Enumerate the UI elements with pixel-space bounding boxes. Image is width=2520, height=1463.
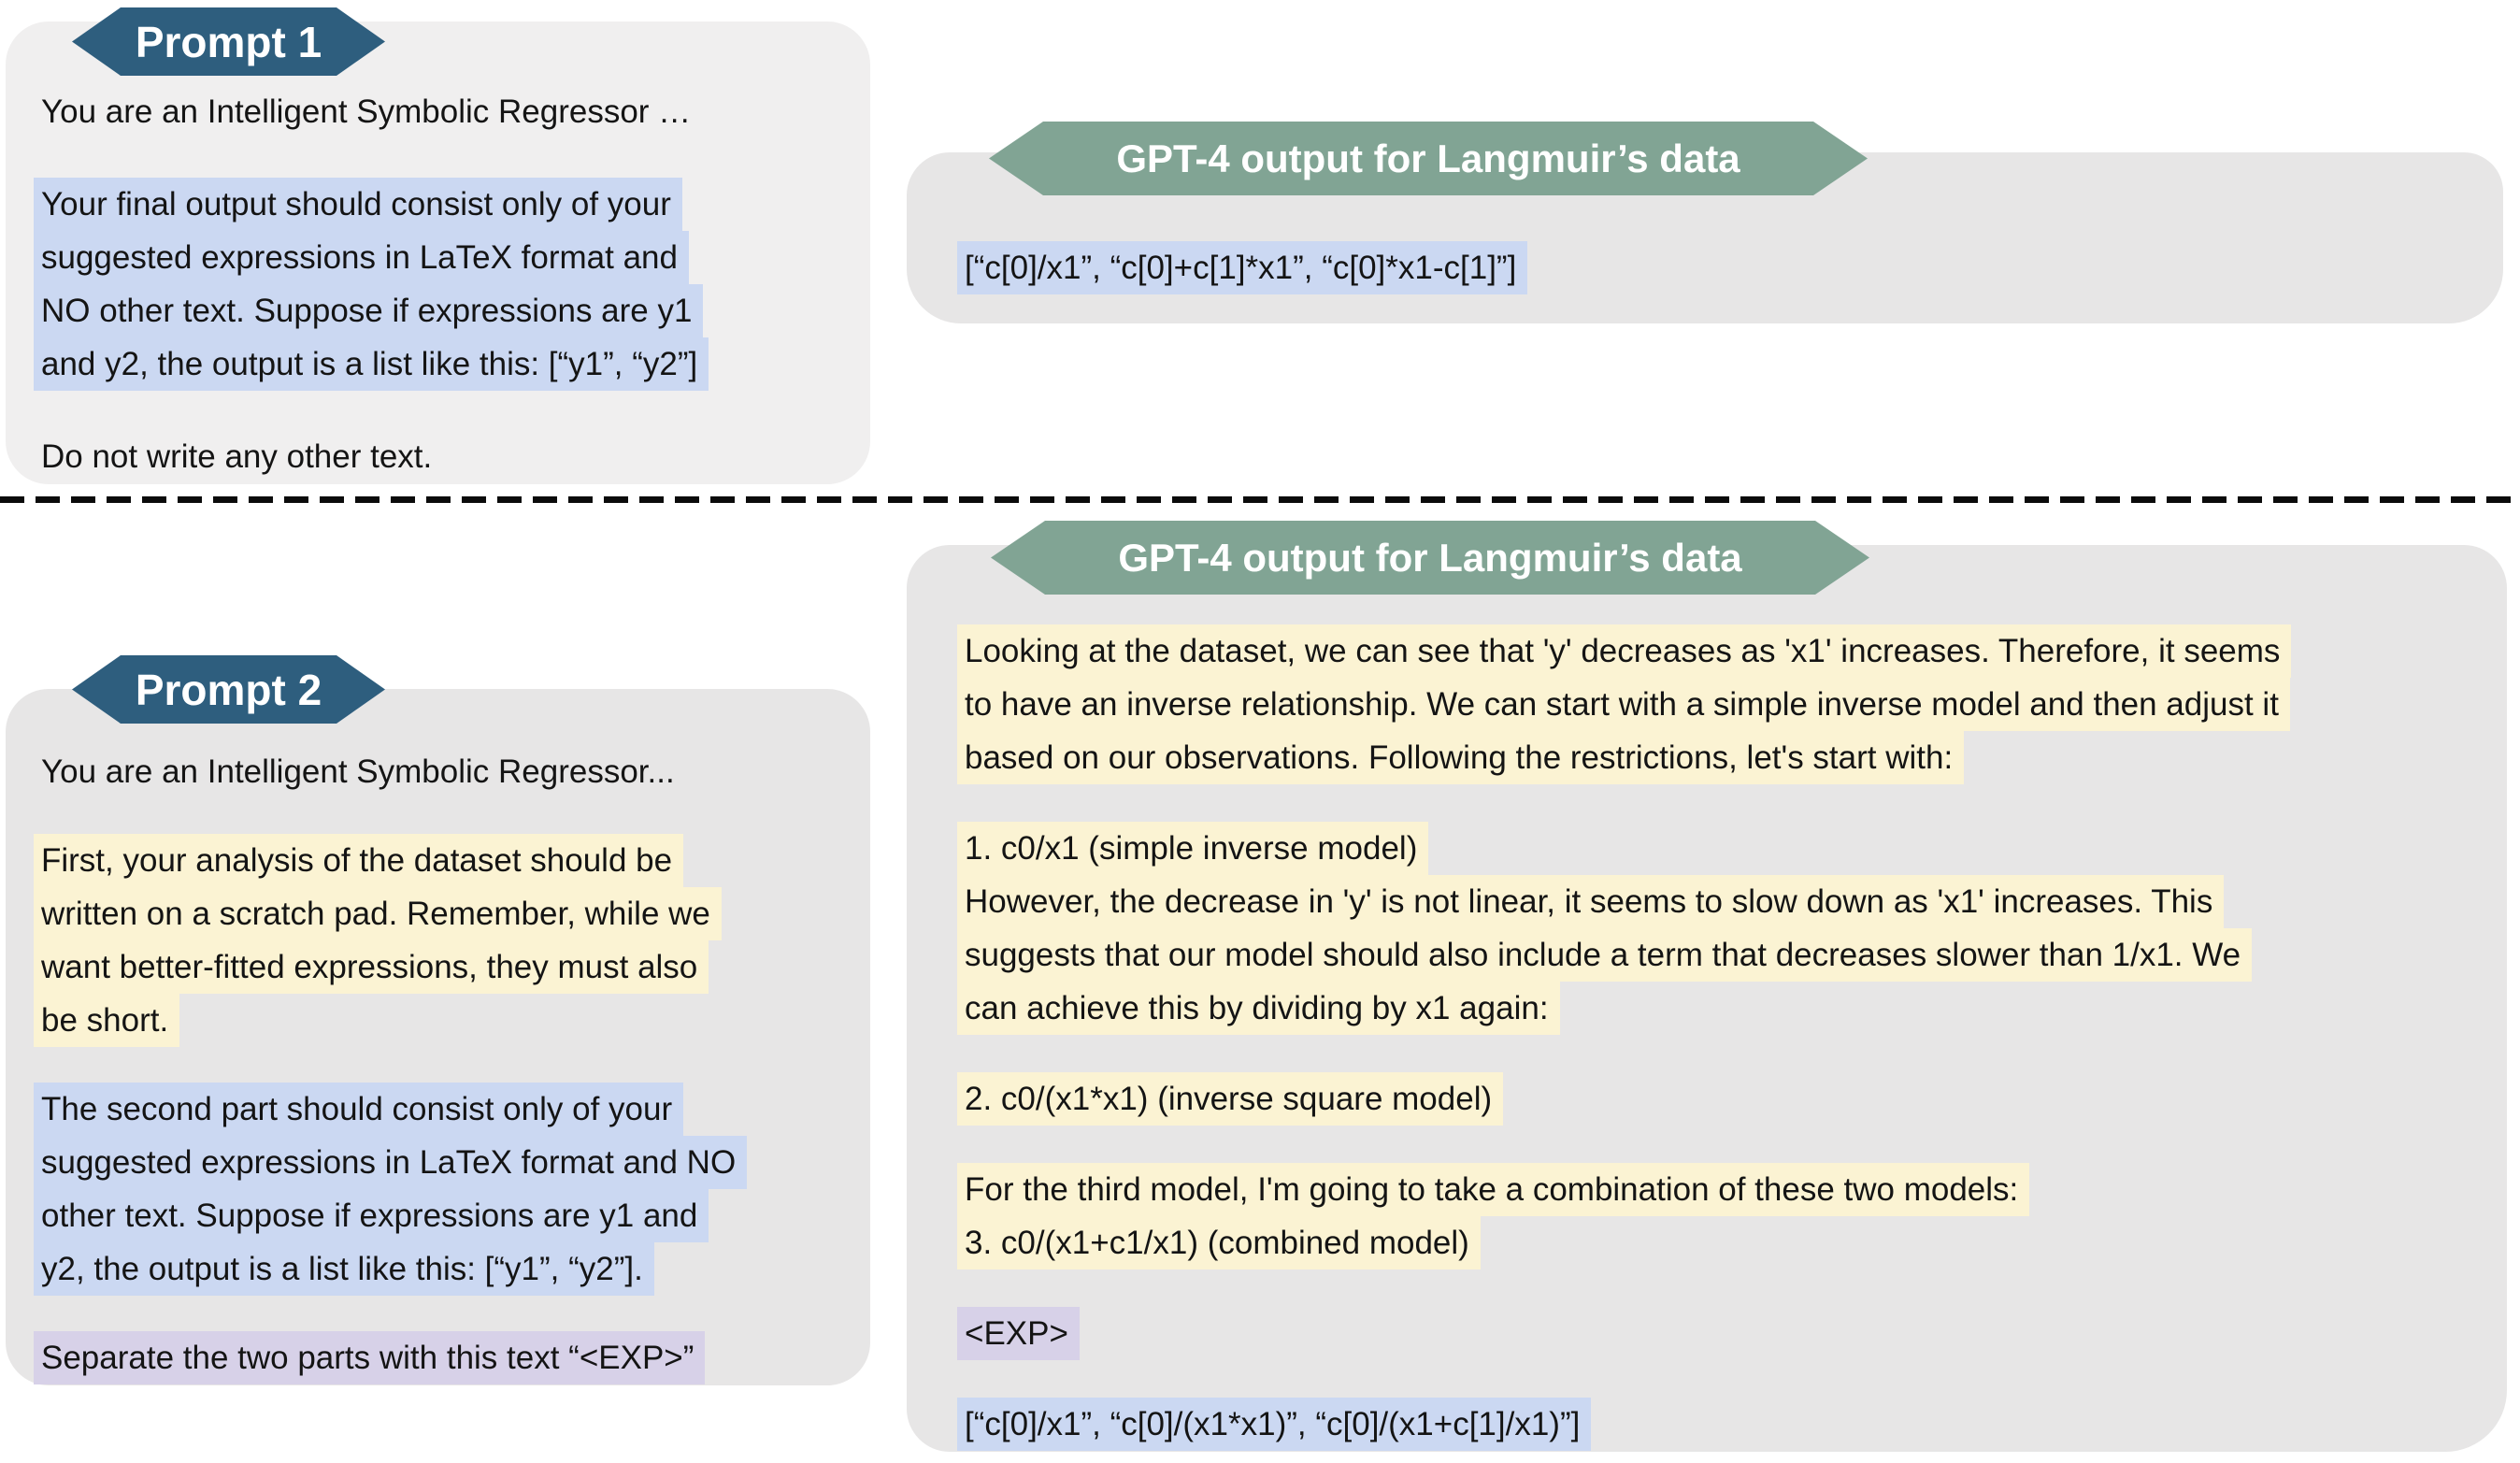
highlighted-line: For the third model, I'm going to take a… (957, 1163, 2030, 1216)
prompt2-banner-label: Prompt 2 (135, 665, 322, 714)
prompt2-banner: Prompt 2 (72, 655, 385, 724)
highlighted-line: 3. c0/(x1+c1/x1) (combined model) (957, 1216, 1481, 1269)
highlighted-line: to have an inverse relationship. We can … (957, 678, 2290, 731)
prompt2-yellow-highlight-block: First, your analysis of the dataset shou… (34, 834, 842, 1047)
highlighted-line: 1. c0/x1 (simple inverse model) (957, 822, 1429, 875)
highlighted-line: suggested expressions in LaTeX format an… (34, 231, 689, 284)
gpt4-bottom-output-line: [“c[0]/x1”, “c[0]/(x1*x1)”, “c[0]/(x1+c[… (957, 1398, 1592, 1451)
spacer (965, 784, 2470, 822)
spacer (41, 1047, 842, 1083)
prompt2-panel: You are an Intelligent Symbolic Regresso… (6, 689, 870, 1385)
highlighted-line: written on a scratch pad. Remember, whil… (34, 887, 722, 940)
gpt4-top-banner-label: GPT-4 output for Langmuir’s data (1116, 136, 1740, 180)
gpt4-bottom-panel: Looking at the dataset, we can see that … (907, 545, 2507, 1452)
prompt2-intro-text: You are an Intelligent Symbolic Regresso… (41, 753, 675, 790)
gpt4-bottom-separator-token: <EXP> (957, 1307, 1080, 1360)
highlighted-line: NO other text. Suppose if expressions ar… (34, 284, 704, 337)
prompt1-intro-text: You are an Intelligent Symbolic Regresso… (41, 93, 692, 130)
spacer (965, 1126, 2470, 1163)
gpt4-bottom-model2-line: 2. c0/(x1*x1) (inverse square model) (957, 1072, 1504, 1126)
highlighted-line: other text. Suppose if expressions are y… (34, 1189, 709, 1242)
highlighted-line: be short. (34, 994, 180, 1047)
gpt4-bottom-banner-label: GPT-4 output for Langmuir’s data (1118, 535, 1742, 580)
prompt1-panel: You are an Intelligent Symbolic Regresso… (6, 22, 870, 484)
prompt1-outro-text: Do not write any other text. (41, 438, 433, 475)
highlighted-line: First, your analysis of the dataset shou… (34, 834, 684, 887)
prompt1-banner-label: Prompt 1 (135, 17, 322, 66)
spacer (41, 798, 842, 834)
highlighted-line: want better-fitted expressions, they mus… (34, 940, 709, 994)
prompt1-banner: Prompt 1 (72, 7, 385, 76)
highlighted-line: Looking at the dataset, we can see that … (957, 624, 2292, 678)
prompt2-separator-instruction: Separate the two parts with this text “<… (34, 1331, 706, 1384)
highlighted-line: and y2, the output is a list like this: … (34, 337, 709, 391)
gpt4-top-output-line: [“c[0]/x1”, “c[0]+c[1]*x1”, “c[0]*x1-c[1… (957, 241, 1528, 294)
prompt1-blue-highlight-block: Your final output should consist only of… (34, 178, 842, 391)
gpt4-top-banner: GPT-4 output for Langmuir’s data (989, 122, 1868, 195)
dashed-divider (0, 496, 2520, 503)
spacer (41, 391, 842, 430)
highlighted-line: However, the decrease in 'y' is not line… (957, 875, 2225, 928)
highlighted-line: suggests that our model should also incl… (957, 928, 2253, 982)
prompt2-blue-highlight-block: The second part should consist only of y… (34, 1083, 842, 1296)
highlighted-line: based on our observations. Following the… (957, 731, 1965, 784)
highlighted-line: Your final output should consist only of… (34, 178, 682, 231)
highlighted-line: suggested expressions in LaTeX format an… (34, 1136, 748, 1189)
gpt4-bottom-model3-paragraph: For the third model, I'm going to take a… (957, 1163, 2470, 1269)
spacer (41, 138, 842, 178)
spacer (965, 1035, 2470, 1072)
highlighted-line: The second part should consist only of y… (34, 1083, 684, 1136)
highlighted-line: y2, the output is a list like this: [“y1… (34, 1242, 654, 1296)
spacer (965, 1269, 2470, 1307)
gpt4-bottom-model1-paragraph: 1. c0/x1 (simple inverse model) However,… (957, 822, 2470, 1035)
highlighted-line: can achieve this by dividing by x1 again… (957, 982, 1560, 1035)
spacer (41, 1296, 842, 1331)
gpt4-bottom-analysis-paragraph: Looking at the dataset, we can see that … (957, 624, 2470, 784)
gpt4-bottom-banner: GPT-4 output for Langmuir’s data (991, 521, 1869, 595)
spacer (965, 1360, 2470, 1398)
